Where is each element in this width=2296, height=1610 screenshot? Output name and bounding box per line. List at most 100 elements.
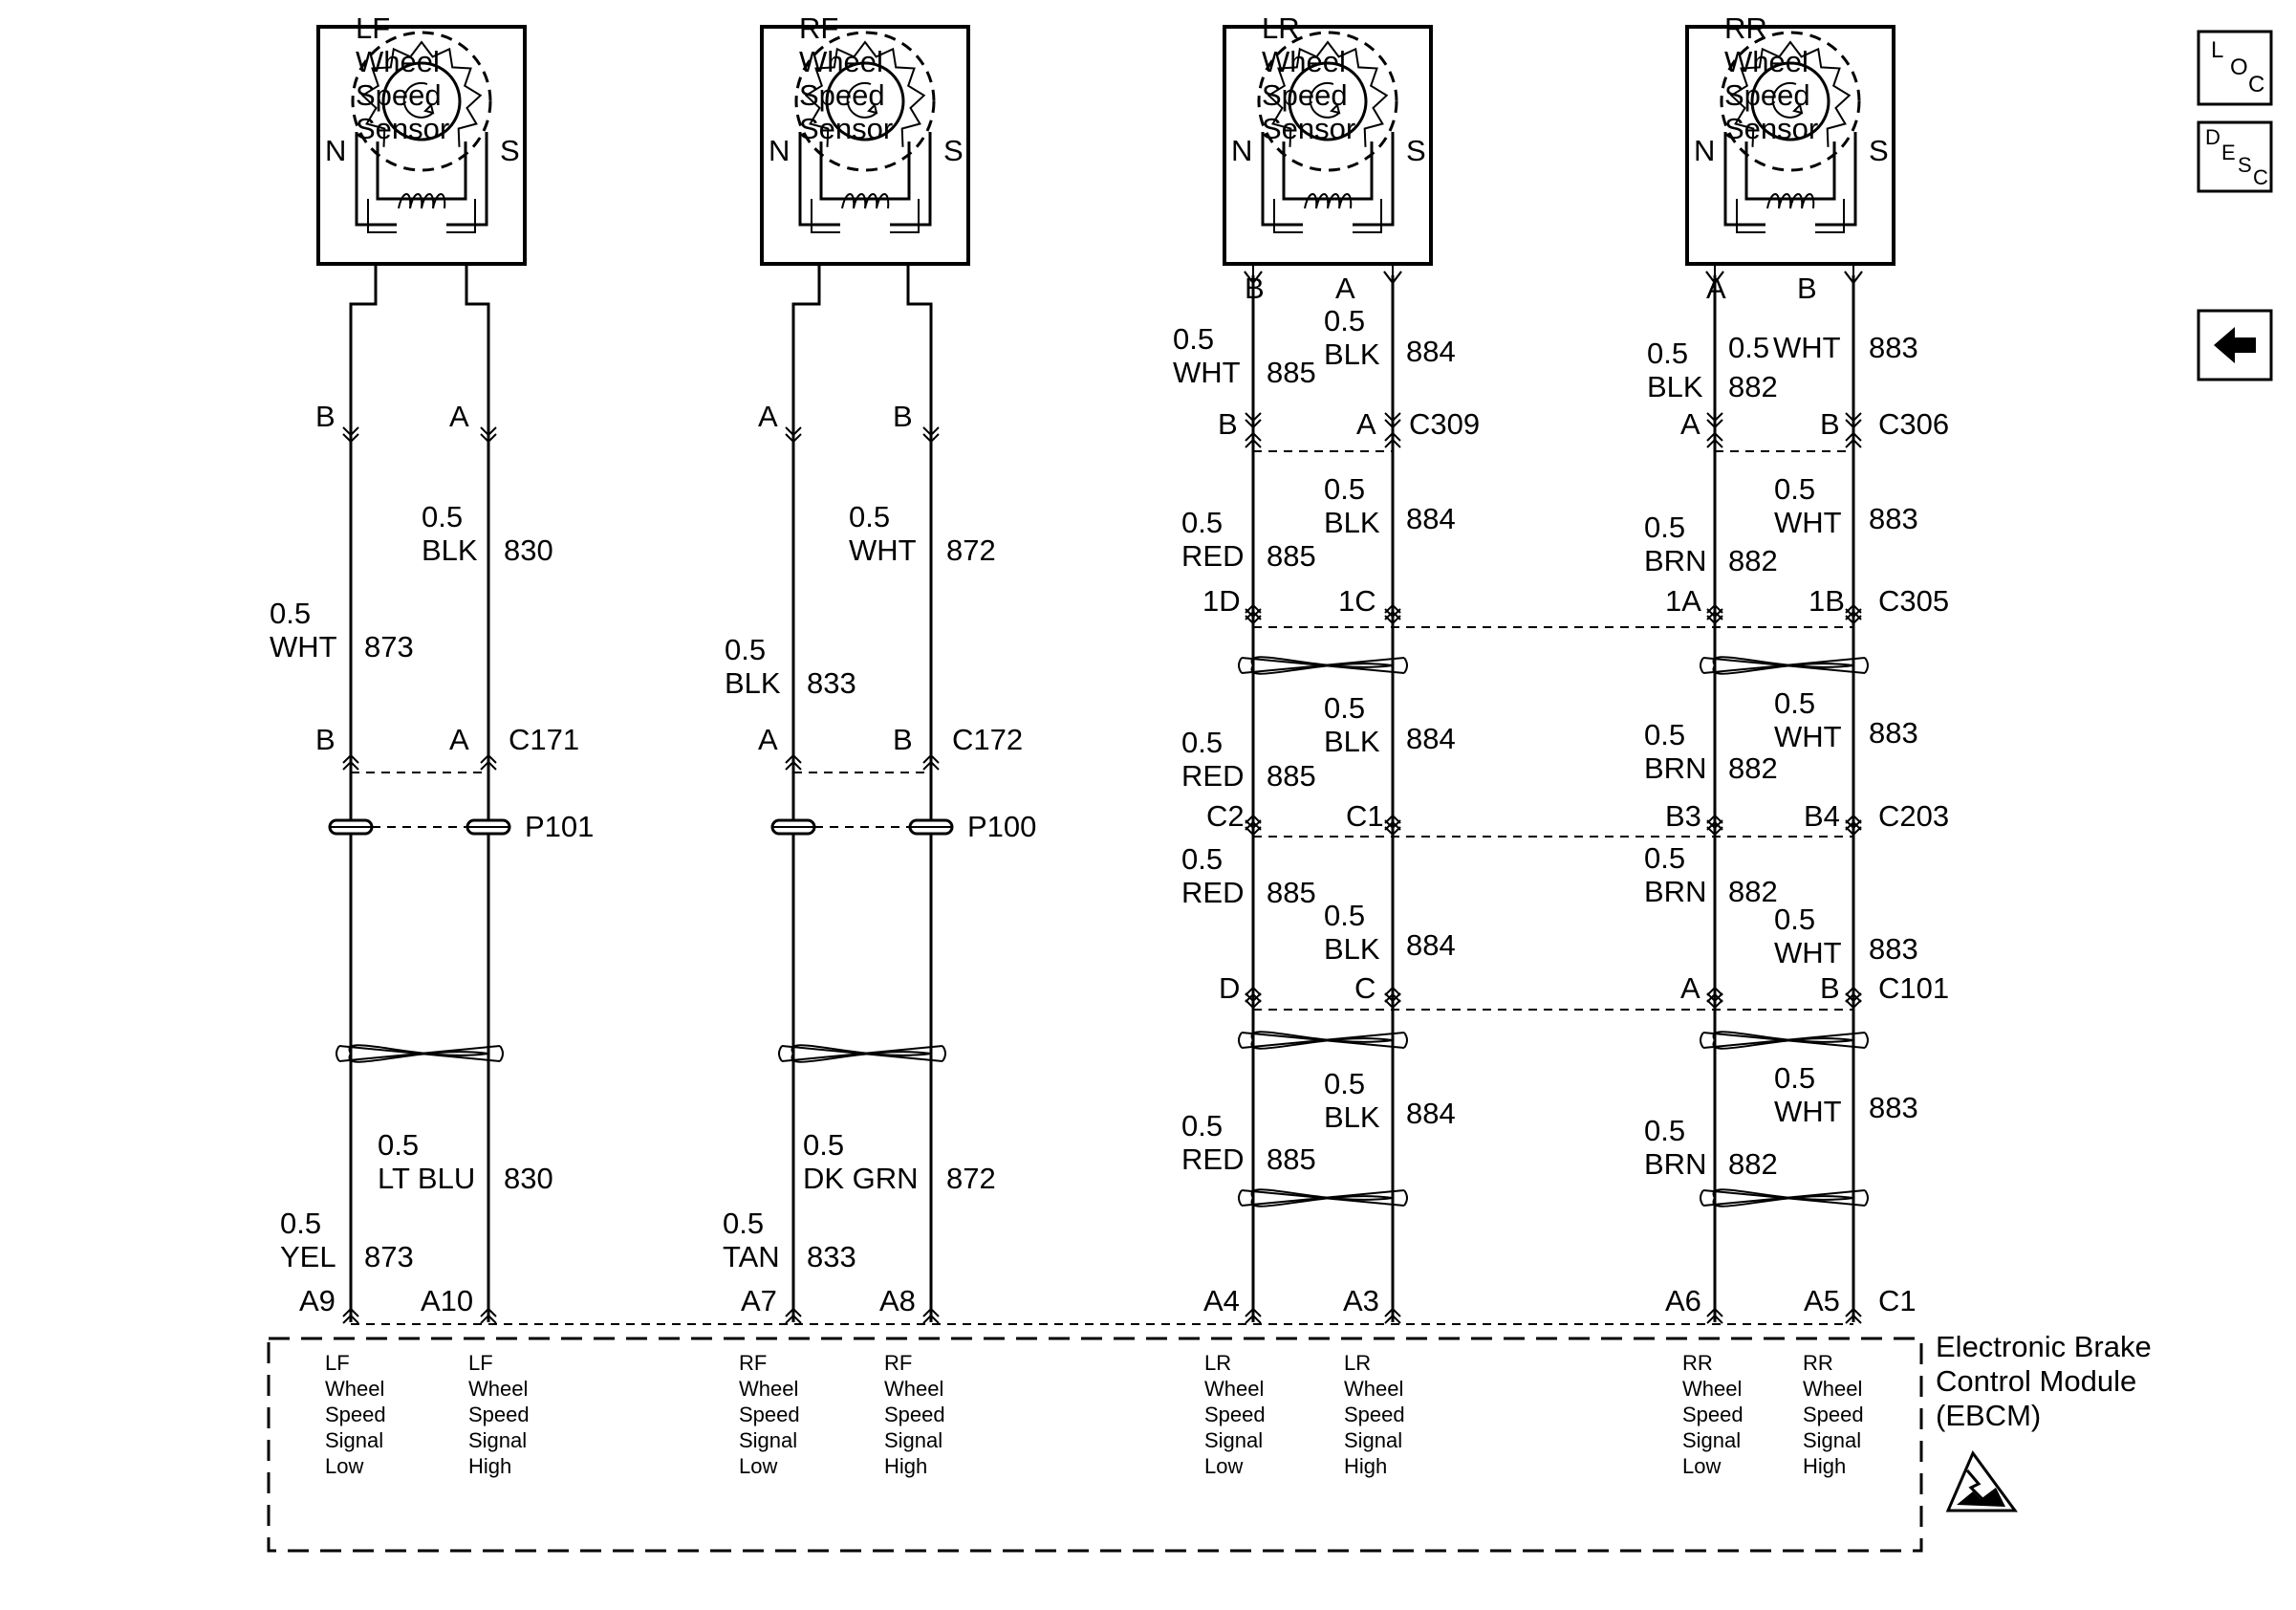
connector-terminal-icon bbox=[1706, 986, 1723, 1003]
circuit-number-label: 833 bbox=[807, 1240, 856, 1273]
coil-winding-icon bbox=[841, 193, 890, 209]
connector-pin-label: B bbox=[1218, 407, 1238, 441]
circuit-number-label: 884 bbox=[1406, 722, 1456, 755]
rr-sensor-name-line: Sensor bbox=[1724, 112, 1818, 145]
twisted-pair-cross bbox=[338, 1045, 501, 1062]
connector-terminal-icon bbox=[1706, 992, 1723, 1010]
circuit-number-label: 872 bbox=[946, 533, 996, 567]
lf-sensor-name-line: Wheel bbox=[356, 45, 440, 78]
wire-gauge-label: 0.5 bbox=[1181, 726, 1223, 759]
connector-terminal-icon bbox=[1845, 431, 1862, 448]
connector-pin-label: C2 bbox=[1206, 799, 1245, 833]
wire-gauge-label: 0.5 bbox=[1181, 842, 1223, 876]
ebcm-signal-label: Low bbox=[1682, 1454, 1721, 1478]
connector-terminal-icon bbox=[1384, 986, 1401, 1003]
connector-id-label: C309 bbox=[1409, 407, 1480, 441]
circuit-number-label: 885 bbox=[1267, 759, 1316, 793]
connector-terminal-icon bbox=[480, 426, 497, 444]
desc-letter-c: C bbox=[2253, 165, 2268, 189]
rr-wheel-speed-sensor bbox=[1685, 25, 1895, 266]
wire-gauge-label: 0.5 bbox=[1173, 322, 1214, 356]
circuit-number-label: 830 bbox=[504, 533, 553, 567]
desc-letter-s: S bbox=[2238, 153, 2252, 177]
wire-color-label: WHT bbox=[270, 630, 337, 664]
pole-s-label: S bbox=[500, 134, 520, 167]
ebcm-signal-label: Speed bbox=[468, 1403, 530, 1426]
twisted-pair-end bbox=[1238, 1032, 1408, 1049]
desc-button[interactable]: D E S C bbox=[2197, 120, 2273, 193]
wire-color-label: TAN bbox=[723, 1240, 780, 1273]
connector-terminal-icon bbox=[1384, 412, 1401, 429]
connector-terminal-icon bbox=[1245, 986, 1262, 1003]
connector-fork-icon bbox=[1844, 271, 1863, 285]
back-button[interactable] bbox=[2197, 309, 2273, 381]
wire-color-label: WHT bbox=[1773, 331, 1841, 364]
wire-gauge-label: 0.5 bbox=[1644, 841, 1685, 875]
connector-terminal-icon bbox=[1845, 412, 1862, 429]
connector-terminal-icon bbox=[785, 426, 802, 444]
ebcm-signal-label: Speed bbox=[325, 1403, 386, 1426]
ebcm-signal-label: Speed bbox=[739, 1403, 800, 1426]
connector-terminal-icon bbox=[1384, 819, 1401, 837]
wire-color-label: WHT bbox=[1774, 1095, 1842, 1128]
connector-terminal-icon bbox=[1384, 1307, 1401, 1324]
connector-id-label: C306 bbox=[1878, 407, 1949, 441]
connector-terminal-icon bbox=[1706, 431, 1723, 448]
rr-sensor-name-line: Speed bbox=[1724, 78, 1810, 112]
connector-pin-label: A3 bbox=[1343, 1284, 1379, 1317]
rotation-arrow-icon bbox=[1309, 81, 1340, 119]
ebcm-signal-label: Speed bbox=[1204, 1403, 1266, 1426]
connector-id-label: C172 bbox=[952, 723, 1023, 756]
twisted-pair-end bbox=[1700, 1032, 1869, 1049]
connector-pin-label: 1B bbox=[1809, 584, 1845, 618]
connector-id-label: C305 bbox=[1878, 584, 1949, 618]
wire-color-label: WHT bbox=[1774, 936, 1842, 969]
circuit-number-label: 873 bbox=[364, 1240, 414, 1273]
ebcm-outline bbox=[267, 1337, 1923, 1553]
pole-bracket bbox=[798, 132, 932, 227]
connector-pin-label: A bbox=[449, 400, 469, 433]
pole-bracket bbox=[355, 132, 488, 227]
connector-pin-label: 1A bbox=[1665, 584, 1701, 618]
circuit-number-label: 884 bbox=[1406, 928, 1456, 962]
ebcm-signal-label: Wheel bbox=[468, 1377, 528, 1401]
connector-id-label: C171 bbox=[509, 723, 579, 756]
lr-sensor-name-line: Speed bbox=[1262, 78, 1348, 112]
ebcm-signal-label: LF bbox=[468, 1351, 493, 1375]
arrowhead-icon bbox=[1792, 103, 1804, 115]
lr-sensor-name-line: Sensor bbox=[1262, 112, 1355, 145]
ebcm-signal-label: RF bbox=[884, 1351, 912, 1375]
pole-s-label: S bbox=[1869, 134, 1889, 167]
ebcm-signal-label: Low bbox=[739, 1454, 777, 1478]
rf-sensor-name-line: RF bbox=[799, 11, 838, 45]
wire-color-label: WHT bbox=[1173, 356, 1241, 389]
ebcm-signal-label: High bbox=[884, 1454, 927, 1478]
ebcm-signal-label: Wheel bbox=[1204, 1377, 1264, 1401]
loc-button[interactable]: L O C bbox=[2197, 30, 2273, 106]
connector-terminal-icon bbox=[1245, 431, 1262, 448]
connector-id-label: C1 bbox=[1878, 1284, 1917, 1317]
circuit-number-label: 882 bbox=[1728, 1147, 1778, 1181]
connector-terminal-icon bbox=[1384, 608, 1401, 625]
twisted-pair-cross bbox=[1241, 657, 1405, 674]
connector-terminal-icon bbox=[1845, 986, 1862, 1003]
wire-gauge-label: 0.5 bbox=[1774, 686, 1815, 720]
connector-pin-label: B bbox=[1820, 407, 1840, 441]
connector-terminal-icon bbox=[1384, 992, 1401, 1010]
loc-letter-o: O bbox=[2230, 54, 2248, 80]
twisted-pair-end bbox=[1700, 657, 1869, 674]
twisted-pair-end bbox=[1700, 1189, 1869, 1207]
circuit-number-label: 882 bbox=[1728, 751, 1778, 785]
twisted-pair-cross bbox=[1702, 657, 1866, 674]
connector-pin-label: A bbox=[1680, 971, 1700, 1005]
twisted-pair-cross bbox=[1241, 1032, 1405, 1049]
coil-leads bbox=[1736, 199, 1845, 233]
sensor-pin-label: A bbox=[1706, 272, 1726, 305]
ebcm-signal-label: RR bbox=[1803, 1351, 1833, 1375]
connector-pin-label: A bbox=[758, 723, 778, 756]
connector-pin-label: B bbox=[315, 723, 336, 756]
wire-color-label: DK GRN bbox=[803, 1162, 919, 1195]
wire-gauge-label: 0.5 bbox=[1324, 1067, 1365, 1100]
connector-pin-label: A10 bbox=[421, 1284, 473, 1317]
connector-terminal-icon bbox=[1245, 819, 1262, 837]
